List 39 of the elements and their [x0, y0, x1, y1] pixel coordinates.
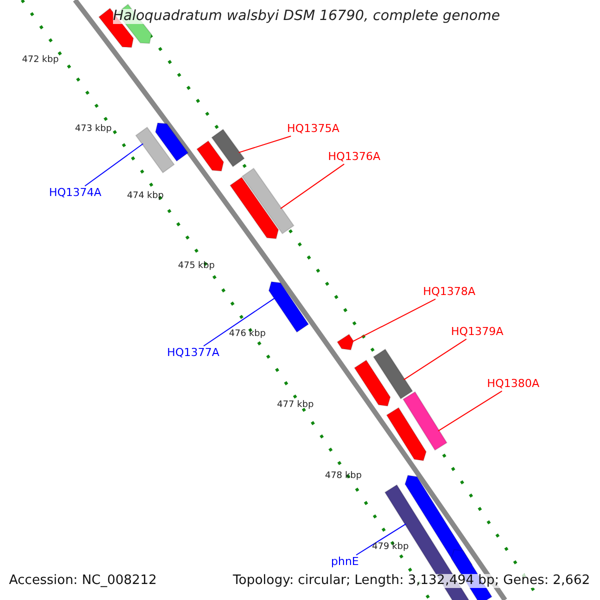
leader-line	[280, 164, 345, 210]
leader-line	[356, 523, 406, 556]
gene-label: HQ1377A	[167, 347, 220, 360]
tick-label: 474 kbp	[127, 192, 164, 202]
gene-label: HQ1379A	[451, 326, 504, 338]
gene-label: HQ1376A	[328, 151, 380, 164]
gene-feature	[230, 176, 279, 240]
gene-label: HQ1375A	[287, 123, 340, 136]
tick-label: 479 kbp	[372, 543, 409, 553]
gene-feature	[372, 348, 414, 400]
genome-info-text: Topology: circular; Length: 3,132,494 bp; Genes: 2,662	[232, 574, 590, 588]
tick-label: 476 kbp	[229, 330, 266, 340]
tick-label: 478 kbp	[325, 472, 362, 482]
gene-feature	[354, 360, 391, 407]
gene-feature	[196, 140, 224, 172]
tick-label: 477 kbp	[277, 401, 314, 411]
gene-feature	[336, 334, 354, 350]
tick-label: 475 kbp	[178, 262, 215, 272]
accession-text: Accession: NC_008212	[9, 574, 157, 588]
leader-line	[84, 143, 144, 186]
leader-line	[438, 390, 502, 432]
gene-feature	[211, 128, 245, 168]
gene-label: HQ1378A	[423, 286, 476, 298]
gene-feature	[242, 168, 294, 234]
title: Haloquadratum walsbyi DSM 16790, complete genome	[113, 9, 500, 24]
gene-label: HQ1374A	[49, 187, 102, 200]
gene-label: HQ1380A	[487, 378, 540, 390]
gene-feature	[386, 407, 427, 462]
gene-feature	[268, 281, 310, 333]
gene-label: phnE	[331, 556, 359, 568]
leader-line	[203, 297, 276, 346]
gene-feature	[154, 122, 189, 162]
leader-line	[352, 298, 436, 342]
gene-feature	[402, 391, 448, 451]
leader-line	[403, 338, 467, 380]
leader-line	[238, 136, 292, 154]
tick-label: 472 kbp	[22, 56, 59, 66]
tick-label: 473 kbp	[75, 125, 112, 135]
gene-feature	[135, 126, 175, 174]
